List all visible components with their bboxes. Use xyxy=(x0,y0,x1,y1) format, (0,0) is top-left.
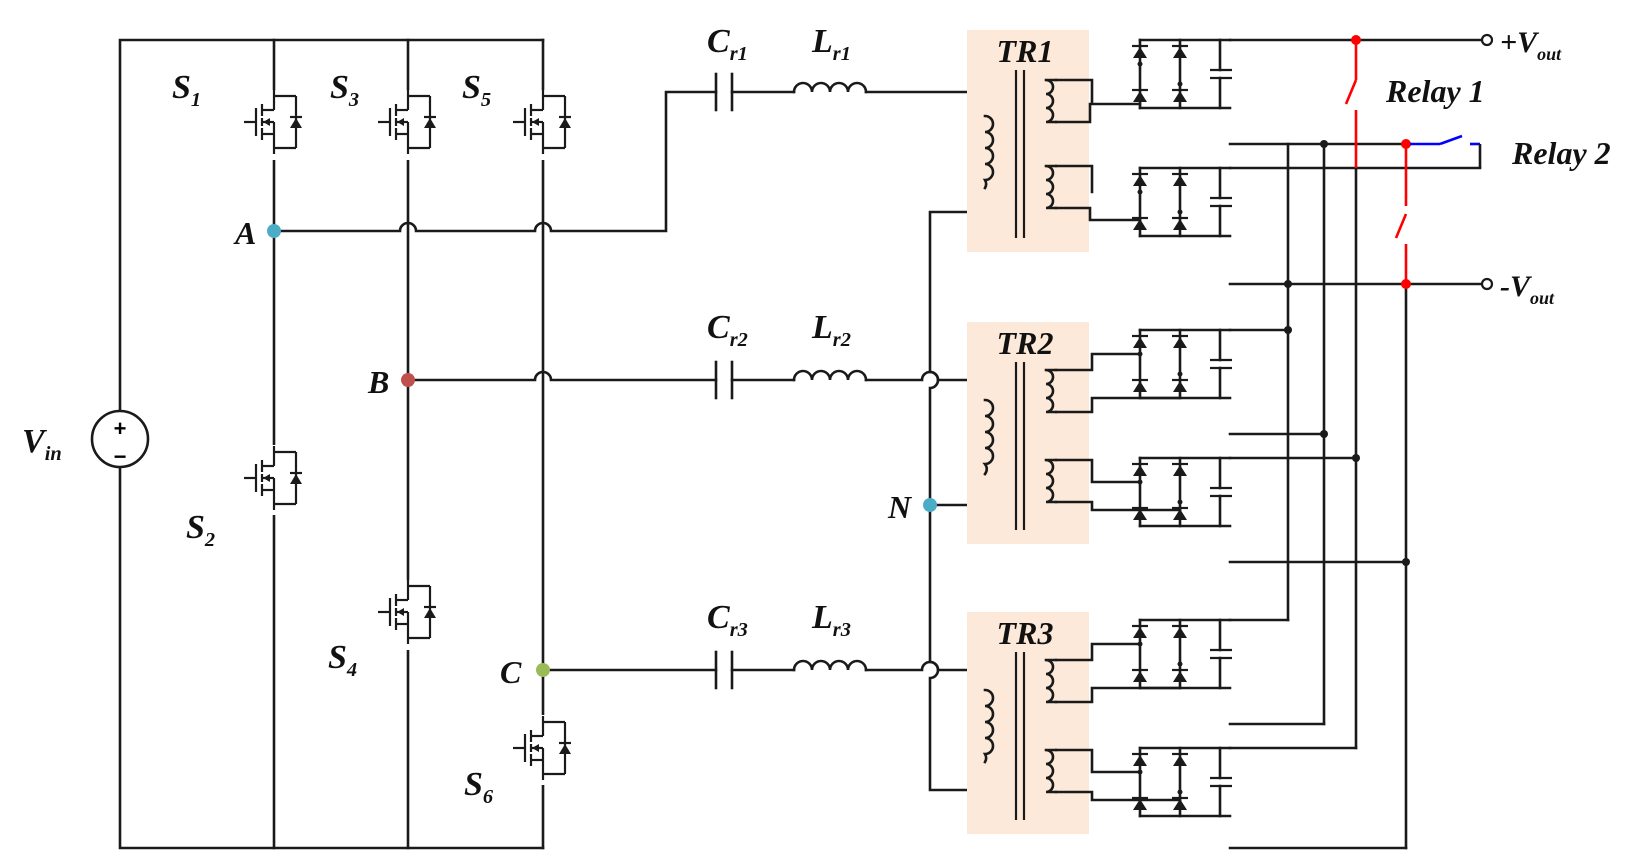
lr3-label: Lr3 xyxy=(811,599,851,641)
pos-output-terminal[interactable] xyxy=(1480,33,1494,47)
vin-label: Vin xyxy=(22,423,62,465)
s1-label: S1 xyxy=(172,69,201,111)
relay-1[interactable]: Relay 1 xyxy=(1344,35,1485,289)
relay-1-label: Relay 1 xyxy=(1385,73,1485,109)
tr1-box xyxy=(967,30,1089,252)
output-interconnect: +Vout -Vout xyxy=(1228,26,1562,850)
circuit-nodes: A B C N xyxy=(233,215,937,690)
node-a-label: A xyxy=(233,215,256,251)
tr3-windings xyxy=(982,652,1058,820)
tr1-label: TR1 xyxy=(997,33,1054,69)
node-c-dot xyxy=(536,663,550,677)
s2-label: S2 xyxy=(186,509,215,551)
phase-lines: Cr1 Lr1 Cr2 Lr2 Cr3 Lr3 xyxy=(272,23,987,792)
node-b-dot xyxy=(401,373,415,387)
relay-2-label: Relay 2 xyxy=(1511,135,1611,171)
tr1-windings xyxy=(982,70,1058,238)
svg-text:+: + xyxy=(114,416,127,441)
transformers: TR1 TR2 TR3 xyxy=(967,30,1089,834)
s4-label: S4 xyxy=(328,639,357,681)
svg-text:−: − xyxy=(114,444,127,469)
cr3-label: Cr3 xyxy=(707,599,748,641)
s6-label: S6 xyxy=(464,766,494,808)
node-n-dot xyxy=(923,498,937,512)
lr2-label: Lr2 xyxy=(811,309,851,351)
node-c-label: C xyxy=(500,654,522,690)
tr3-label: TR3 xyxy=(997,615,1054,651)
neg-vout-label: -Vout xyxy=(1500,270,1555,308)
relay-2[interactable]: Relay 2 xyxy=(1410,134,1611,171)
rectifiers xyxy=(1054,40,1232,816)
node-a-dot xyxy=(267,224,281,238)
inverter-section: + − Vin S1 S2 S3 S4 S5 S6 xyxy=(22,38,574,850)
tr2-windings xyxy=(982,362,1058,530)
node-b-label: B xyxy=(367,364,389,400)
neg-output-terminal[interactable] xyxy=(1480,277,1494,291)
s3-label: S3 xyxy=(330,69,359,111)
node-n-label: N xyxy=(887,489,913,525)
s5-label: S5 xyxy=(462,69,491,111)
lr1-label: Lr1 xyxy=(811,23,851,65)
pos-vout-label: +Vout xyxy=(1500,26,1562,64)
dc-voltage-source: + − xyxy=(90,409,150,469)
tr2-label: TR2 xyxy=(997,325,1054,361)
cr1-label: Cr1 xyxy=(707,23,748,65)
cr2-label: Cr2 xyxy=(707,309,748,351)
